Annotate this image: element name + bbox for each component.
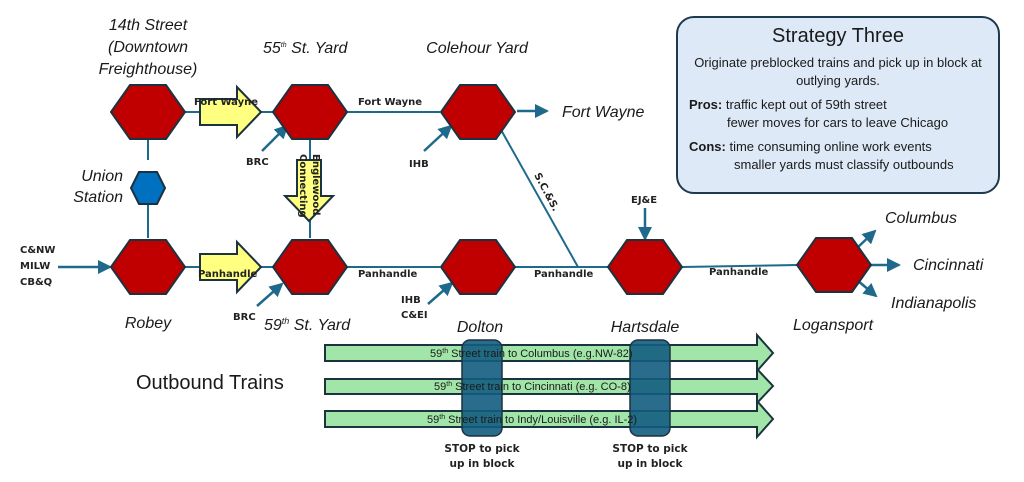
strategy-panel: Strategy Three Originate preblocked trai…: [676, 16, 1000, 194]
line-label-panhandle-1: Panhandle: [198, 269, 258, 280]
train-arrow-indy[interactable]: [324, 398, 775, 440]
label-55th-yard: 55th St. Yard: [263, 40, 349, 57]
stop-note-hartsdale-line1: STOP to pick: [612, 443, 688, 455]
pros-label: Pros:: [689, 97, 723, 112]
train-labels: 59th Street train to Columbus (e.g.NW-82…: [427, 348, 637, 426]
pros-item-2: fewer moves for cars to leave Chicago: [727, 115, 949, 130]
label-colehour-yard: Colehour Yard: [426, 40, 529, 57]
line-label-englewood-1: Englewood: [310, 154, 321, 215]
stop-note-dolton: STOP to pick up in block: [432, 442, 532, 472]
rr-label-cei: C&EI: [401, 310, 428, 321]
label-logansport: Logansport: [793, 317, 874, 334]
label-union-station-2: Station: [73, 189, 123, 206]
stop-blocks: [461, 339, 671, 437]
yard-robey[interactable]: [109, 239, 187, 295]
stop-block-hartsdale: [629, 339, 671, 437]
pros-item-1: traffic kept out of 59th street: [725, 97, 887, 112]
cons-label: Cons:: [689, 139, 726, 154]
train-label-columbus: 59th Street train to Columbus (e.g.NW-82…: [430, 348, 633, 360]
line-label-fort-wayne-1: Fort Wayne: [194, 97, 258, 108]
train-arrow-cincinnati[interactable]: [324, 366, 775, 406]
stop-note-dolton-line2: up in block: [449, 458, 515, 470]
destination-labels: Fort Wayne Columbus Cincinnati Indianapo…: [562, 104, 984, 312]
rr-label-ihb-bottom: IHB: [401, 295, 421, 306]
label-dolton: Dolton: [457, 319, 503, 336]
railroad-labels: BRC IHB C&NW MILW CB&Q BRC IHB C&EI EJ&E: [20, 157, 657, 323]
rr-label-eje: EJ&E: [631, 195, 657, 206]
destination-fort-wayne: Fort Wayne: [562, 104, 645, 121]
brc-top-arrow: [261, 124, 289, 152]
label-14th-street-1: 14th Street: [109, 17, 188, 34]
label-union-station-1: Union: [81, 168, 123, 185]
track-scs-colehour-to-panhandle: [499, 127, 579, 268]
rr-label-brc-bottom: BRC: [233, 312, 256, 323]
yellow-arrow-englewood: [282, 159, 336, 223]
yard-colehour[interactable]: [439, 84, 517, 140]
cons-item-2: smaller yards must classify outbounds: [734, 157, 954, 172]
yard-dolton[interactable]: [439, 239, 517, 295]
strategy-title: Strategy Three: [772, 25, 904, 47]
line-label-englewood-2: Connecting: [297, 154, 308, 218]
ihb-top-arrow: [423, 124, 453, 152]
line-labels: Fort Wayne Fort Wayne Panhandle Panhandl…: [194, 97, 769, 280]
rr-label-cnw: C&NW: [20, 245, 55, 256]
stop-note-hartsdale: STOP to pick up in block: [600, 442, 700, 472]
stop-block-dolton: [461, 339, 503, 437]
label-59th-yard: 59th St. Yard: [264, 316, 351, 334]
stop-note-hartsdale-line2: up in block: [617, 458, 683, 470]
label-robey: Robey: [125, 315, 172, 332]
rr-label-ihb-top: IHB: [409, 159, 429, 170]
indianapolis-arrow: [856, 279, 878, 298]
strategy-cons: Cons: time consuming online work events …: [678, 138, 998, 174]
rr-label-brc-top: BRC: [246, 157, 269, 168]
line-label-fort-wayne-2: Fort Wayne: [358, 97, 422, 108]
ihb-bottom-arrow: [427, 281, 454, 305]
destination-cincinnati: Cincinnati: [913, 257, 984, 274]
yellow-arrow-panhandle: [199, 239, 263, 295]
yard-59th-street[interactable]: [271, 239, 349, 295]
yard-hartsdale[interactable]: [606, 239, 684, 295]
block-flow-arrows: [199, 84, 336, 295]
yard-logansport[interactable]: [795, 237, 873, 293]
union-station-hexagon[interactable]: [129, 171, 167, 205]
label-14th-street-3: Freighthouse): [99, 61, 198, 78]
outbound-trains-title: Outbound Trains: [136, 372, 284, 394]
line-label-panhandle-2: Panhandle: [358, 269, 418, 280]
train-arrow-columbus[interactable]: [324, 332, 775, 374]
destination-columbus: Columbus: [885, 210, 957, 227]
yard-14th-street[interactable]: [109, 84, 187, 140]
yard-55th-street[interactable]: [271, 84, 349, 140]
cons-item-1: time consuming online work events: [729, 139, 932, 154]
strategy-description: Originate preblocked trains and pick up …: [694, 55, 982, 88]
label-hartsdale: Hartsdale: [611, 319, 680, 336]
yard-labels: 14th Street (Downtown Freighthouse) Unio…: [73, 17, 873, 336]
outbound-trains: [324, 332, 775, 440]
stop-note-dolton-line1: STOP to pick: [444, 443, 520, 455]
rr-label-cbq: CB&Q: [20, 277, 52, 288]
label-14th-street-2: (Downtown: [108, 39, 188, 56]
track-hartsdale-to-logansport: [681, 264, 798, 268]
brc-bottom-arrow: [256, 282, 284, 307]
strategy-pros: Pros: traffic kept out of 59th street fe…: [678, 96, 998, 132]
columbus-arrow: [856, 229, 877, 249]
train-label-indy: 59th Street train to Indy/Louisville (e.…: [427, 414, 637, 426]
train-label-cincinnati: 59th Street train to Cincinnati (e.g. CO…: [434, 381, 631, 393]
connection-arrows: [58, 104, 901, 307]
line-label-panhandle-3: Panhandle: [534, 269, 594, 280]
destination-indianapolis: Indianapolis: [891, 295, 976, 312]
yards: [109, 84, 873, 295]
yellow-arrow-fort-wayne: [199, 84, 263, 140]
rr-label-milw: MILW: [20, 261, 50, 272]
line-label-panhandle-4: Panhandle: [709, 267, 769, 278]
